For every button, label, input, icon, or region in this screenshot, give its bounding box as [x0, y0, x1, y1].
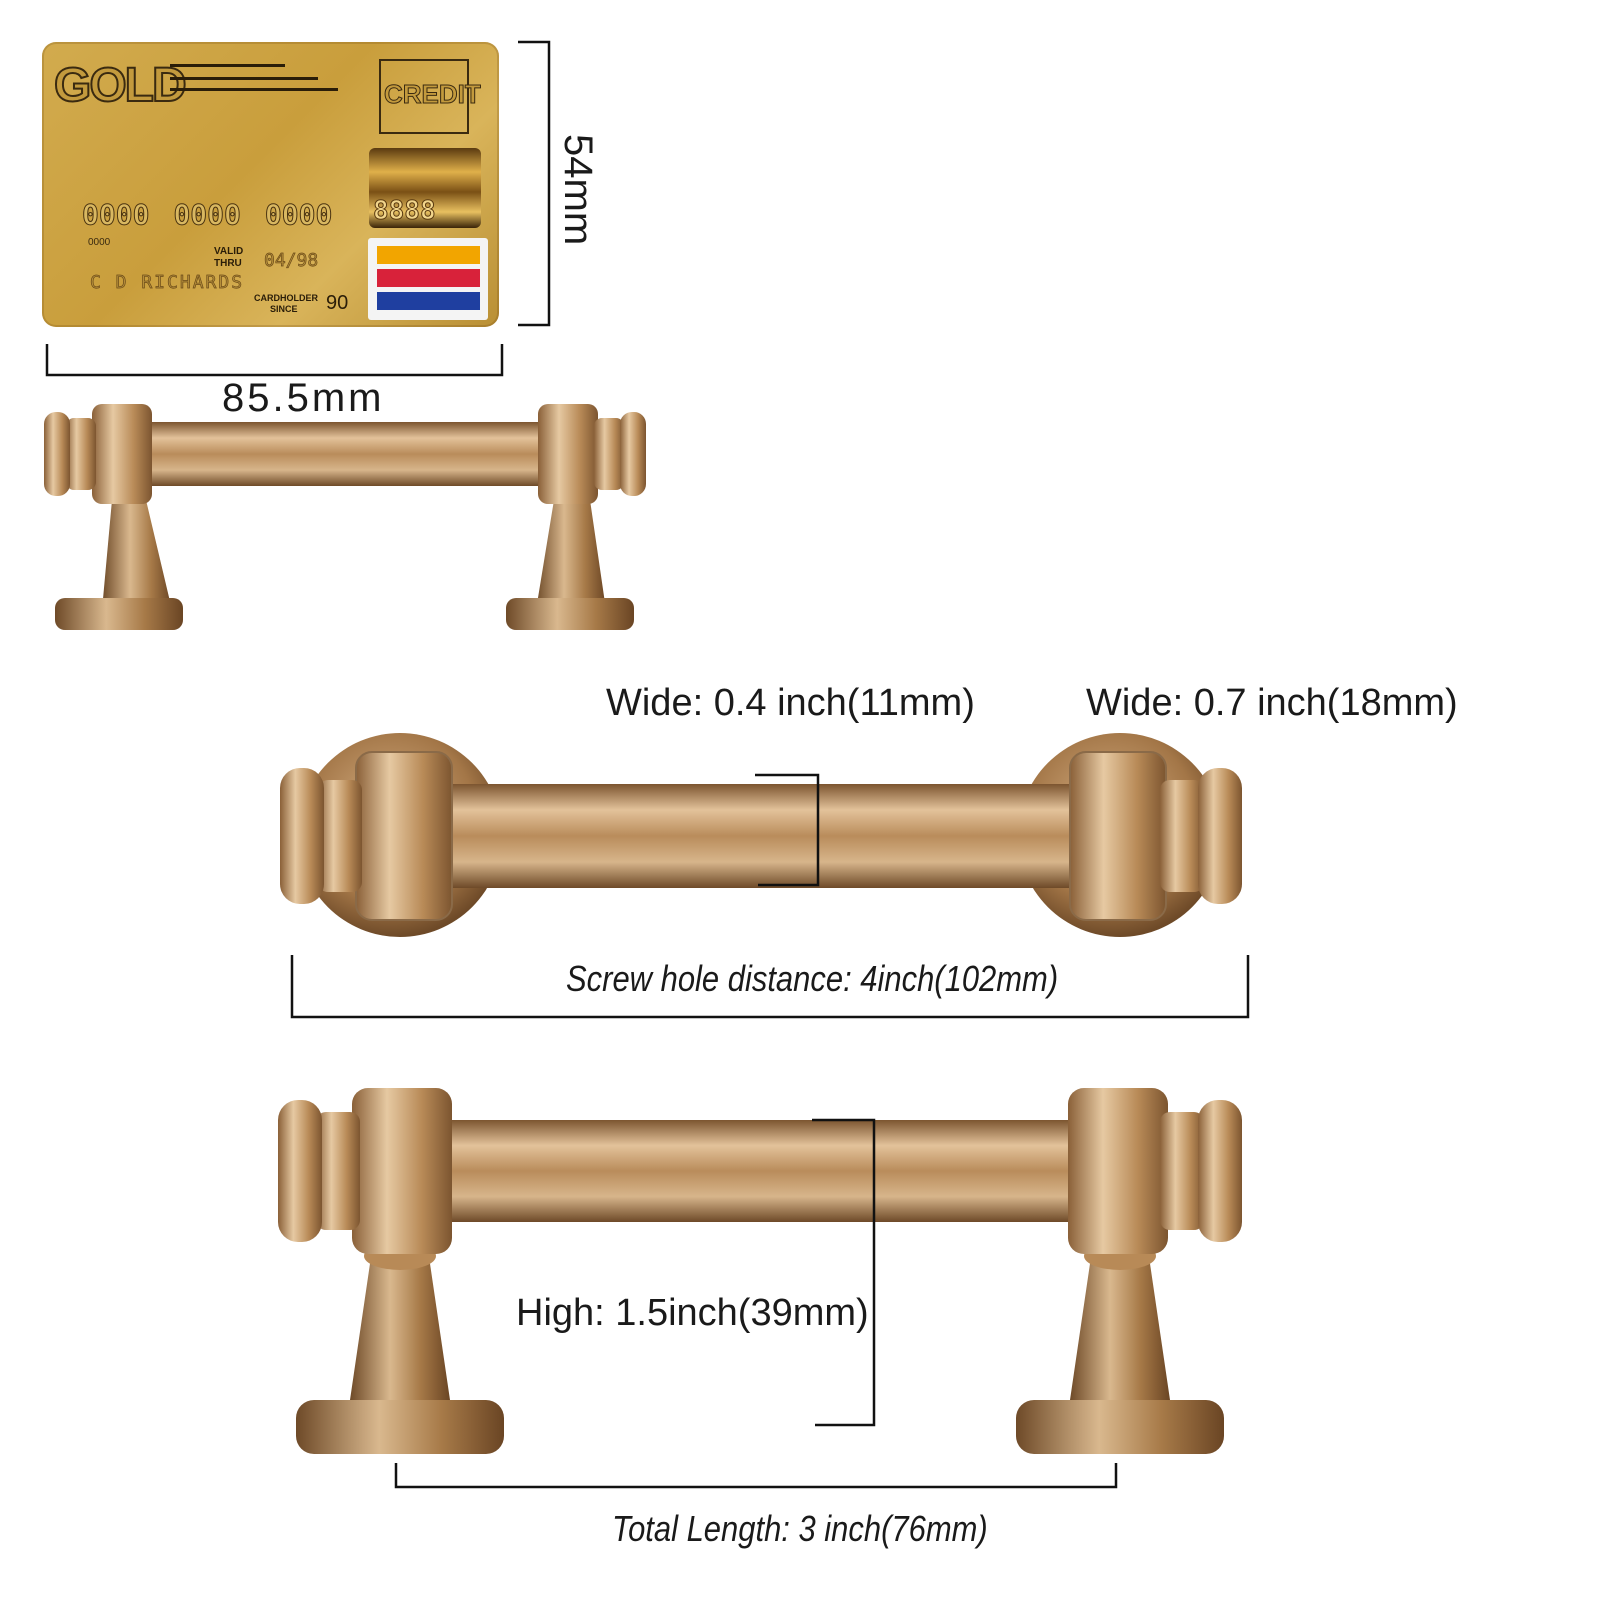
card-number-group: 0000: [173, 198, 241, 232]
screw-hole-bracket: [290, 955, 1250, 1019]
card-logo-stripes: [368, 238, 488, 320]
wide-end-label: Wide: 0.7 inch(18mm): [1086, 682, 1458, 724]
card-since-year: 90: [326, 292, 349, 314]
card-type-box: CREDIT: [379, 59, 481, 134]
small-handle: [44, 404, 646, 630]
total-length-label: Total Length: 3 inch(76mm): [612, 1508, 988, 1549]
stripe-yellow: [377, 246, 480, 264]
card-type: CREDIT: [384, 79, 482, 110]
bar-width-bracket: [755, 773, 820, 887]
card-width-label-clip: 85.5mm: [210, 376, 382, 420]
screw-hole-label: Screw hole distance: 4inch(102mm): [566, 958, 1059, 999]
card-since-label-1: CARDHOLDER: [254, 293, 318, 303]
card-valid-label-1: VALID: [214, 246, 244, 257]
sideview-handle: [278, 1088, 1242, 1454]
card-small-number: 0000: [88, 237, 111, 248]
card-brand: GOLD: [53, 58, 188, 113]
card-holder-name: C D RICHARDS: [90, 272, 245, 294]
stripe-red: [377, 269, 480, 287]
card-hologram: 8888: [369, 148, 481, 228]
card-height-label: 54mm: [556, 134, 600, 246]
wide-bar-label: Wide: 0.4 inch(11mm): [606, 682, 975, 724]
card-number-group: 0000: [264, 198, 333, 232]
card-number: 0000 0000 0000: [81, 198, 333, 232]
topview-handle: [280, 733, 1242, 937]
card-width-label: 85.5mm: [222, 376, 385, 420]
card-height-bracket: [518, 40, 551, 327]
credit-card: GOLD CREDIT 8888 0000 0000 0000 0000 VAL…: [42, 42, 499, 327]
card-number-group: 0000: [81, 198, 150, 232]
card-brand-lines: [170, 64, 338, 91]
stripe-blue: [377, 292, 480, 310]
card-width-bracket: [45, 344, 504, 377]
card-valid-label-2: THRU: [214, 258, 242, 269]
card-valid-date: 04/98: [264, 250, 319, 272]
card-since-label-2: SINCE: [270, 304, 298, 314]
card-hologram-number: 8888: [373, 196, 437, 227]
total-length-bracket: [394, 1463, 1118, 1489]
height-label: High: 1.5inch(39mm): [516, 1292, 869, 1334]
height-bracket: [812, 1118, 876, 1427]
